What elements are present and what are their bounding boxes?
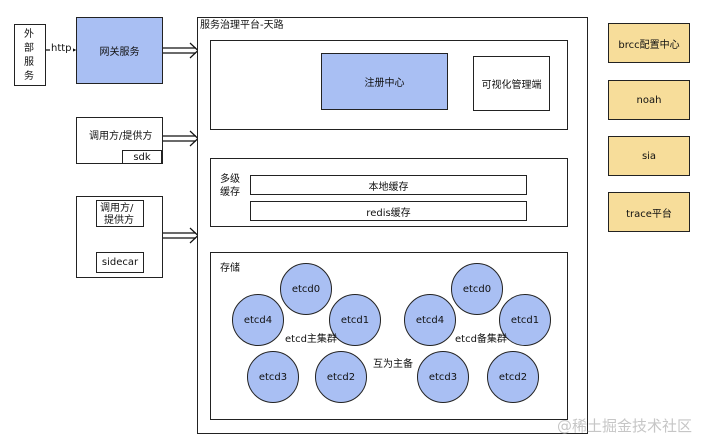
main-cluster-label: etcd主集群 (285, 334, 337, 345)
backup-etcd2-node: etcd2 (487, 351, 539, 403)
backup-etcd4-node: etcd4 (404, 294, 456, 346)
main-etcd3-node: etcd3 (247, 351, 299, 403)
cache-layer-box: 多级 缓存 本地缓存 redis缓存 (210, 158, 568, 227)
caller-provider-inner-label-2: 提供方 (104, 215, 134, 226)
mutual-backup-label: 互为主备 (373, 359, 413, 370)
watermark: @稀土掘金技术社区 (556, 417, 692, 435)
main-etcd2-node: etcd2 (315, 351, 367, 403)
gateway-service-box: 网关服务 (76, 17, 163, 84)
http-label: http (50, 42, 73, 55)
caller-provider-inner-label-1: 调用方/ (100, 203, 134, 214)
noah-label: noah (636, 94, 662, 106)
noah-box: noah (608, 80, 690, 120)
brcc-config-center-label: brcc配置中心 (618, 39, 680, 51)
backup-cluster-label: etcd备集群 (455, 334, 507, 345)
platform-title: 服务治理平台-天路 (200, 20, 284, 31)
backup-etcd3-node: etcd3 (417, 351, 469, 403)
redis-cache-bar: redis缓存 (250, 201, 527, 221)
local-cache-label: 本地缓存 (368, 181, 409, 193)
sdk-label: sdk (133, 151, 151, 163)
sidecar-box: sidecar (96, 252, 144, 273)
registry-center-box: 注册中心 (321, 53, 448, 110)
caller-provider-sdk-box: 调用方/提供方 sdk (76, 117, 163, 164)
sdk-box: sdk (122, 150, 162, 164)
backup-etcd1-node: etcd1 (499, 294, 551, 346)
trace-platform-box: trace平台 (608, 192, 690, 232)
backup-etcd0-node: etcd0 (451, 263, 503, 315)
brcc-config-center-box: brcc配置中心 (608, 23, 690, 63)
gateway-service-label: 网关服务 (99, 47, 140, 58)
main-etcd1-node: etcd1 (329, 294, 381, 346)
external-service-label-4: 务 (24, 71, 34, 82)
admin-console-label: 可视化管理端 (481, 80, 542, 91)
gateway-to-platform-arrow (163, 42, 199, 59)
external-service-box: 外 部 服 务 (14, 24, 46, 86)
external-service-label-3: 服 (24, 57, 34, 68)
trace-platform-label: trace平台 (626, 208, 672, 220)
caller-provider-sidecar-box: 调用方/ 提供方 sidecar (76, 196, 163, 278)
registry-layer-box: 注册中心 可视化管理端 (210, 40, 568, 130)
redis-cache-label: redis缓存 (366, 207, 411, 219)
external-service-label-2: 部 (24, 43, 34, 54)
sia-box: sia (608, 136, 690, 176)
caller-provider-label: 调用方/提供方 (89, 131, 153, 142)
caller1-to-platform-arrow (163, 130, 199, 147)
admin-console-box: 可视化管理端 (473, 56, 550, 111)
storage-label: 存储 (220, 263, 240, 274)
main-etcd0-node: etcd0 (280, 263, 332, 315)
sia-label: sia (641, 150, 657, 162)
local-cache-bar: 本地缓存 (250, 175, 527, 195)
registry-center-label: 注册中心 (364, 78, 405, 89)
caller2-to-platform-arrow (163, 227, 199, 244)
cache-label-2: 缓存 (220, 187, 240, 198)
cache-label-1: 多级 (220, 174, 240, 185)
external-service-label-1: 外 (24, 29, 34, 40)
sidecar-label: sidecar (101, 257, 139, 268)
caller-provider-inner-box: 调用方/ 提供方 (96, 200, 144, 227)
main-etcd4-node: etcd4 (232, 294, 284, 346)
